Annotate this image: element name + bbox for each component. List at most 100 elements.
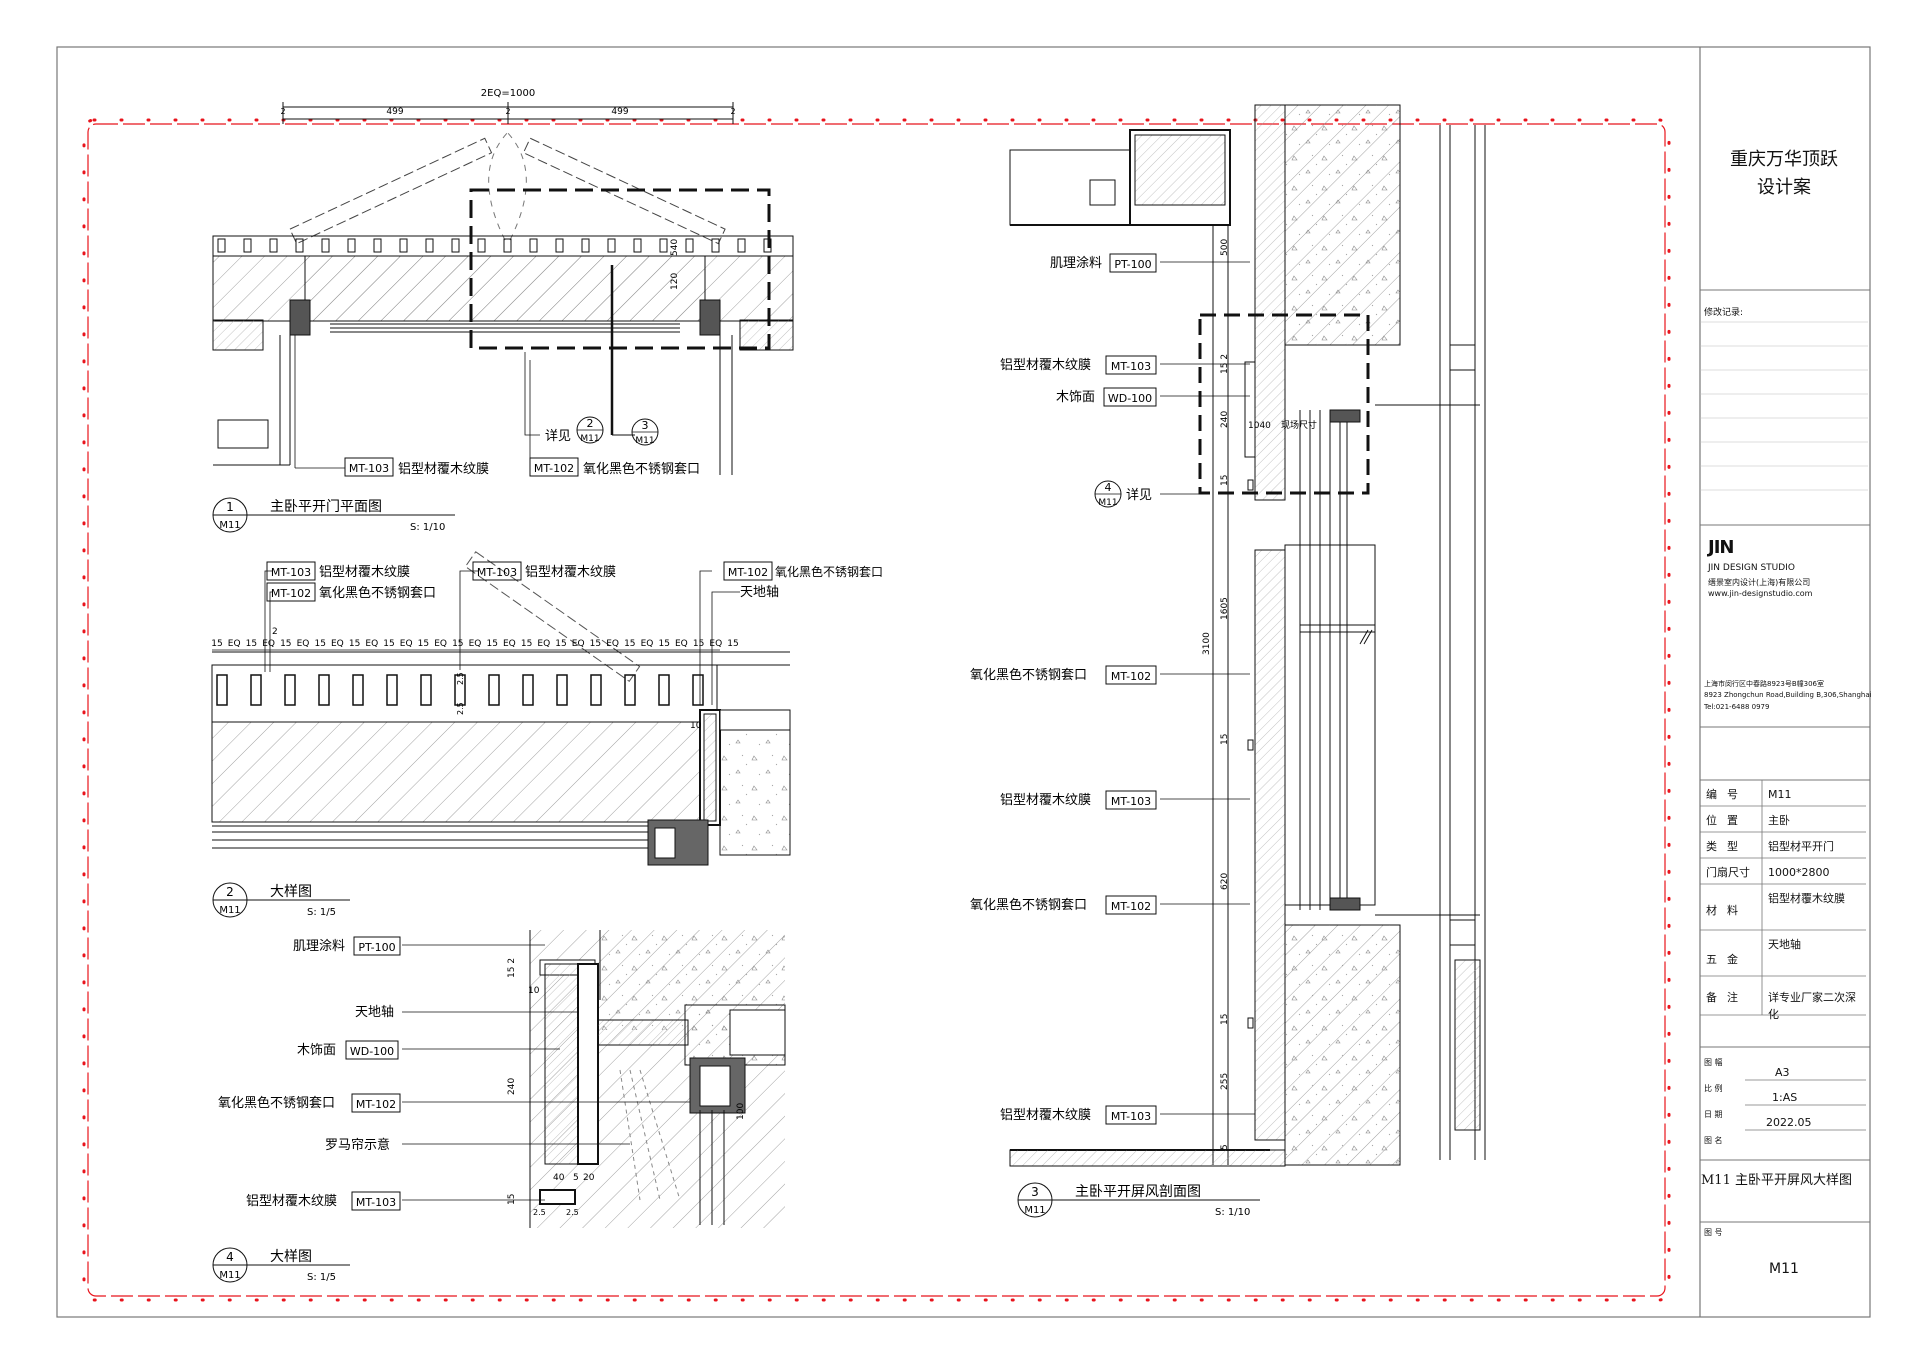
d3-title-ref: M11: [1024, 1205, 1045, 1216]
d3-dim-240: 240: [1220, 411, 1230, 428]
d2-dim-label: 15: [658, 639, 669, 649]
detail-3-section: [1009, 104, 1486, 1167]
d1-mt103-code: MT-103: [349, 462, 389, 475]
d2-dim-label: EQ: [709, 639, 722, 649]
d4-title: 大样图: [270, 1249, 312, 1265]
d1-slat: [295, 238, 304, 253]
d3-title: 主卧平开屏风剖面图: [1075, 1184, 1201, 1200]
d4-dim-25-b: 2.5: [566, 1208, 579, 1217]
d3-dim-152: 15 2: [1220, 354, 1230, 374]
sheet-size-label: 图 幅: [1704, 1058, 1723, 1067]
d2-dim-label: EQ: [434, 639, 447, 649]
d3-dim-1605: 1605: [1220, 597, 1230, 620]
d2-scale: S: 1/5: [307, 907, 336, 918]
d1-slat: [685, 238, 694, 253]
d1-title: 主卧平开门平面图: [270, 499, 382, 515]
d2-dim-label: 15: [590, 639, 601, 649]
d3-dim-15-b: 15: [1220, 734, 1230, 745]
detail-1-plan: [212, 102, 794, 475]
d2-dim-label: 15: [418, 639, 429, 649]
d2-dim-label: EQ: [606, 639, 619, 649]
d4-wd100-code: WD-100: [350, 1045, 394, 1058]
d1-slat: [529, 238, 538, 253]
d1-slat: [555, 238, 564, 253]
d4-dim-5: 5: [573, 1173, 579, 1183]
d2-dim-label: EQ: [537, 639, 550, 649]
studio-logo: JIN: [1708, 537, 1734, 558]
d2-slat: [590, 674, 602, 706]
d1-slat: [399, 238, 408, 253]
d4-wd100-text: 木饰面: [297, 1043, 336, 1058]
d1-mt103-text: 铝型材覆木纹膜: [398, 462, 489, 477]
d2-dim-label: EQ: [675, 639, 688, 649]
d4-pt100-code: PT-100: [358, 941, 395, 954]
d2-dim-label: EQ: [228, 639, 241, 649]
drawing-name: M11 主卧平开屏风大样图: [1701, 1173, 1852, 1188]
d4-title-ref: M11: [219, 1270, 240, 1281]
d4-title-num: 4: [226, 1250, 234, 1264]
d3-wd100-code: WD-100: [1108, 392, 1152, 405]
d2-slat: [420, 674, 432, 706]
d1-dim-540: 540: [670, 239, 680, 256]
d2-dim-label: EQ: [503, 639, 516, 649]
d2-dim-label: 15: [452, 639, 463, 649]
d1-slat: [711, 238, 720, 253]
d3-mt103-text-b: 铝型材覆木纹膜: [1000, 793, 1091, 808]
d2-slat: [216, 674, 228, 706]
d3-mt103-text-c: 铝型材覆木纹膜: [1000, 1108, 1091, 1123]
info-value: 1000*2800: [1768, 866, 1830, 879]
info-key: 类型: [1706, 840, 1748, 853]
info-key: 门扇尺寸: [1706, 866, 1750, 879]
d3-dim-site: 现场尺寸: [1281, 419, 1317, 431]
d3-mt102-text-a: 氧化黑色不锈钢套口: [970, 667, 1087, 683]
d2-slat: [692, 674, 704, 706]
d3-ref-4-num: 4: [1105, 481, 1112, 494]
d1-slat: [451, 238, 460, 253]
d1-mt102-code: MT-102: [534, 462, 574, 475]
d3-ref-4-sheet: M11: [1098, 498, 1117, 508]
d1-title-ref: M11: [219, 520, 240, 531]
address-cn: 上海市闵行区中春路8923号B幢306室: [1704, 680, 1824, 688]
d1-slat: [633, 238, 642, 253]
d4-dim-152: 15 2: [507, 958, 517, 978]
d2-dim-10: 10: [690, 721, 702, 731]
d2-slat: [624, 674, 636, 706]
d2-mt103-code-a: MT-103: [271, 566, 311, 579]
d2-slat: [352, 674, 364, 706]
d4-scale: S: 1/5: [307, 1272, 336, 1283]
info-key: 位置: [1706, 814, 1748, 827]
d4-pivot-text: 天地轴: [355, 1005, 394, 1020]
d4-dim-25-a: 2.5: [533, 1208, 546, 1217]
d2-slat-row: [216, 674, 704, 706]
d1-dim-total: 2EQ=1000: [481, 88, 535, 99]
d1-slat: [347, 238, 356, 253]
d1-dim-small-right: 2: [730, 107, 735, 116]
d4-roman-blind: 罗马帘示意: [325, 1137, 390, 1153]
info-value: 主卧: [1768, 814, 1790, 827]
d3-mt103-code-c: MT-103: [1111, 1110, 1151, 1123]
d2-mt102-text-b: 氧化黑色不锈钢套口: [775, 565, 883, 579]
revision-cloud: [82, 118, 1671, 1302]
d2-dim-label: EQ: [297, 639, 310, 649]
scale-label: 比 例: [1704, 1084, 1723, 1093]
studio-web: www.jin-designstudio.com: [1708, 589, 1813, 598]
d1-slat: [477, 238, 486, 253]
d3-wd100-text: 木饰面: [1056, 390, 1095, 405]
d3-dim-3100: 3100: [1202, 632, 1212, 655]
d2-dim-label: 15: [555, 639, 566, 649]
d1-slat: [581, 238, 590, 253]
info-value: 铝型材平开门: [1768, 840, 1834, 853]
d2-mt102-code-a: MT-102: [271, 587, 311, 600]
d1-slat: [503, 238, 512, 253]
d1-ref-2-sheet: M11: [580, 434, 599, 444]
d1-slat: [243, 238, 252, 253]
info-key: 五金: [1706, 953, 1748, 966]
leader-lines: [264, 570, 740, 1201]
d2-dim-label: 15: [624, 639, 635, 649]
d2-pivot-text: 天地轴: [740, 585, 779, 600]
address-en: 8923 Zhongchun Road,Building B,306,Shang…: [1704, 691, 1872, 699]
d3-dim-5: 5: [1220, 1144, 1230, 1150]
d4-mt103-text: 铝型材覆木纹膜: [246, 1194, 337, 1209]
info-key: 材料: [1706, 904, 1748, 917]
